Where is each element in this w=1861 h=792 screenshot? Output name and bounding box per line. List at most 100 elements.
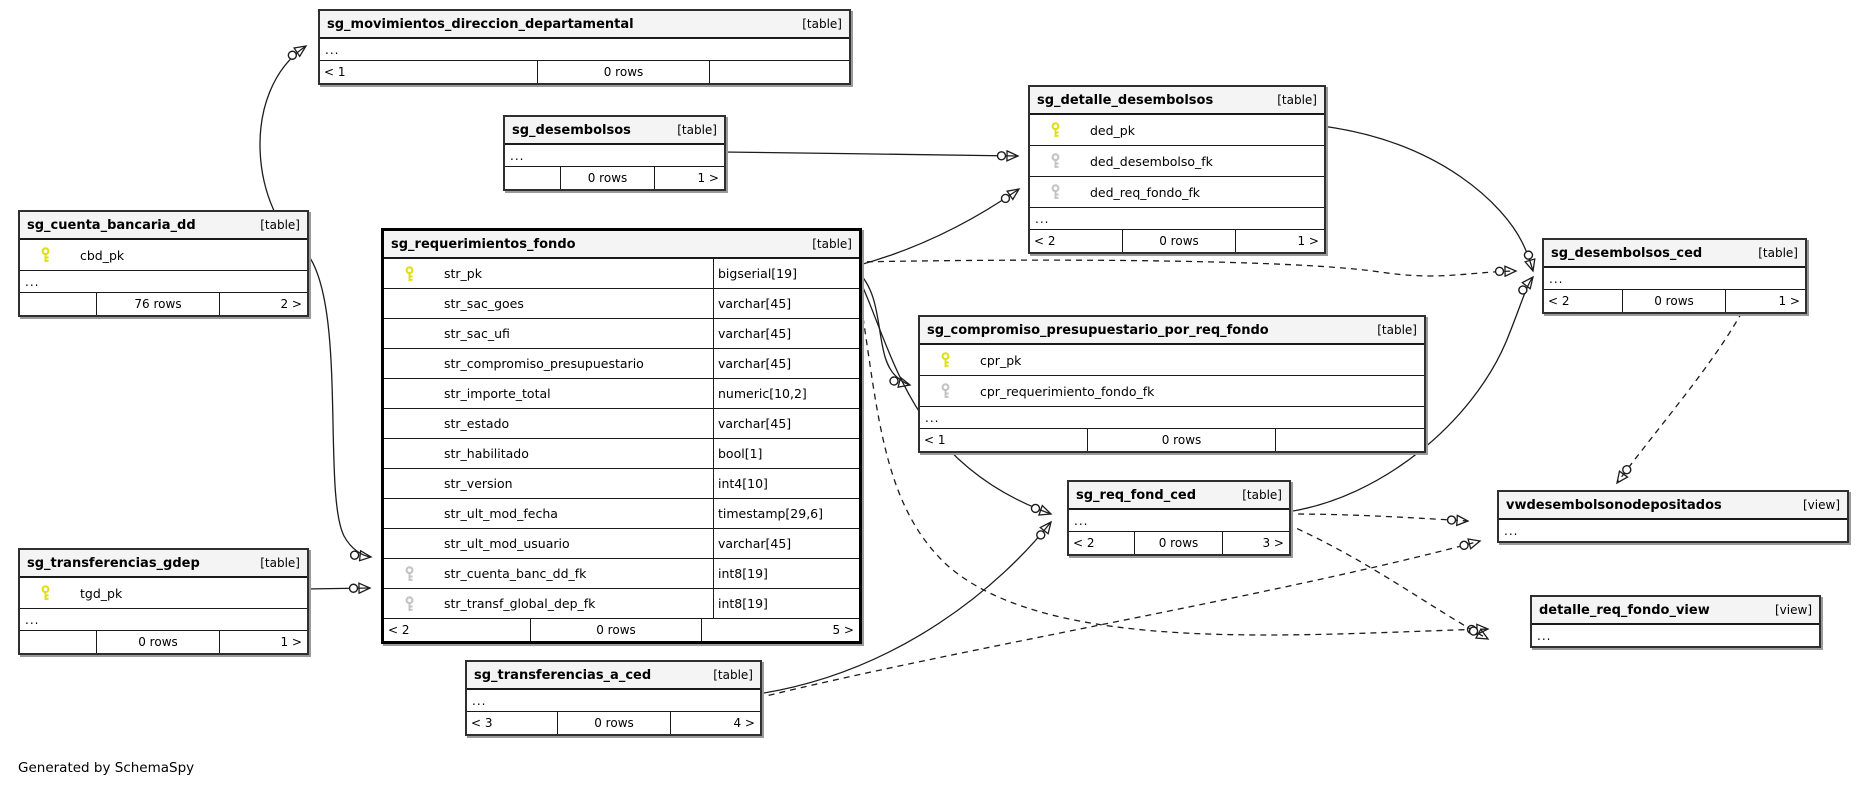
column-row: tgd_pk [20, 578, 307, 608]
column-name: str_cuenta_banc_dd_fk [444, 566, 587, 581]
columns-ellipsis: ... [20, 608, 307, 630]
table-kind: [table] [812, 237, 852, 251]
column-row: ded_desembolso_fk [1030, 145, 1324, 176]
edge-str_pk-to-cpr_requerimiento_fondo_fk [855, 269, 912, 389]
column-name: str_importe_total [444, 386, 551, 401]
table-sg_desembolsos[interactable]: sg_desembolsos [table] ... 0 rows 1 > [503, 115, 726, 191]
table-kind: [table] [713, 668, 753, 682]
columns-ellipsis: ... [1074, 513, 1089, 528]
table-header: sg_transferencias_a_ced [table] [467, 662, 760, 690]
columns-ellipsis: ... [920, 406, 1424, 428]
column-name: cbd_pk [80, 247, 125, 263]
table-kind: [table] [1758, 246, 1798, 260]
column-row: cpr_pk [920, 345, 1424, 375]
column-type: int8[19] [713, 589, 859, 618]
table-header: sg_transferencias_gdep [table] [20, 550, 307, 578]
column-name: str_sac_ufi [444, 326, 510, 341]
column-row: str_sac_ufi varchar[45] [384, 318, 859, 348]
column-row: ded_pk [1030, 115, 1324, 145]
table-name: detalle_req_fondo_view [1539, 602, 1710, 618]
table-name: sg_cuenta_bancaria_dd [27, 217, 196, 233]
columns-ellipsis: ... [20, 270, 307, 292]
table-header: sg_desembolsos_ced [table] [1544, 240, 1805, 268]
table-name: sg_detalle_desembolsos [1037, 92, 1214, 108]
table-footer: < 1 0 rows [920, 428, 1424, 451]
table-sg_cuenta_bancaria_dd[interactable]: sg_cuenta_bancaria_dd [table] cbd_pk ...… [18, 210, 309, 317]
primary-key-icon [34, 585, 56, 601]
table-name: sg_requerimientos_fondo [391, 236, 576, 252]
column-row: str_estado varchar[45] [384, 408, 859, 438]
edge-req_fond_ced-to-detalle_req_fondo_view [1286, 523, 1490, 640]
edge-detalle_desembolsos-to-desembolsos_ced [1321, 125, 1536, 273]
table-footer: < 2 0 rows 5 > [384, 618, 859, 641]
column-name: ded_req_fondo_fk [1090, 184, 1200, 200]
table-header: sg_compromiso_presupuestario_por_req_fon… [920, 317, 1424, 345]
column-name: ded_pk [1090, 122, 1135, 138]
foreign-key-icon [398, 565, 420, 582]
table-header: sg_requerimientos_fondo [table] [384, 231, 859, 259]
foreign-key-icon [1044, 184, 1066, 200]
column-name: str_ult_mod_fecha [444, 506, 558, 521]
table-kind: [table] [677, 123, 717, 137]
table-kind: [view] [1803, 498, 1840, 512]
column-row: str_version int4[10] [384, 468, 859, 498]
edge-cbd_pk-to-str_cuenta_banc_dd_fk [304, 250, 373, 562]
table-name: vwdesembolsonodepositados [1506, 497, 1722, 513]
table-sg_req_fond_ced[interactable]: sg_req_fond_ced [table] ... < 2 0 rows 3… [1067, 480, 1291, 556]
column-type: bigserial[19] [713, 259, 859, 288]
column-type: varchar[45] [713, 409, 859, 438]
generated-by-note: Generated by SchemaSpy [18, 760, 195, 776]
table-kind: [table] [802, 17, 842, 31]
view-detalle_req_fondo_view[interactable]: detalle_req_fondo_view [view] ... [1530, 595, 1821, 648]
column-row: str_compromiso_presupuestario varchar[45… [384, 348, 859, 378]
edge-str_pk-to-detalle_req_fondo_view [855, 273, 1490, 636]
table-sg_detalle_desembolsos[interactable]: sg_detalle_desembolsos [table] ded_pk de… [1028, 85, 1326, 254]
table-footer: 0 rows 1 > [505, 166, 724, 189]
table-sg_transferencias_gdep[interactable]: sg_transferencias_gdep [table] tgd_pk ..… [18, 548, 309, 655]
table-sg_movimientos_direccion_departamental[interactable]: sg_movimientos_direccion_departamental [… [318, 9, 851, 85]
columns-ellipsis: ... [1537, 628, 1552, 643]
column-type: varchar[45] [713, 349, 859, 378]
column-row: str_ult_mod_usuario varchar[45] [384, 528, 859, 558]
column-row: cpr_requerimiento_fondo_fk [920, 375, 1424, 406]
primary-key-icon [934, 352, 956, 368]
edge-str_pk-to-req_fond_ced [855, 271, 1053, 516]
table-header: sg_cuenta_bancaria_dd [table] [20, 212, 307, 240]
edge-transferencias_a_ced-to-req_fond_ced [757, 520, 1052, 695]
table-kind: [table] [260, 218, 300, 232]
column-row: str_pk bigserial[19] [384, 259, 859, 288]
table-header: sg_movimientos_direccion_departamental [… [320, 11, 849, 39]
view-vwdesembolsonodepositados[interactable]: vwdesembolsonodepositados [view] ... [1497, 490, 1849, 543]
table-name: sg_compromiso_presupuestario_por_req_fon… [927, 322, 1269, 338]
table-sg_desembolsos_ced[interactable]: sg_desembolsos_ced [table] ... < 2 0 row… [1542, 238, 1807, 314]
table-kind: [table] [260, 556, 300, 570]
table-footer: < 2 0 rows 1 > [1544, 289, 1805, 312]
column-row: str_ult_mod_fecha timestamp[29,6] [384, 498, 859, 528]
column-type: int8[19] [713, 559, 859, 588]
table-footer: < 2 0 rows 1 > [1030, 229, 1324, 252]
column-type: varchar[45] [713, 319, 859, 348]
columns-ellipsis: ... [472, 693, 487, 708]
table-name: sg_movimientos_direccion_departamental [327, 16, 634, 32]
column-name: str_sac_goes [444, 296, 524, 311]
column-type: timestamp[29,6] [713, 499, 859, 528]
table-sg_requerimientos_fondo[interactable]: sg_requerimientos_fondo [table] str_pk b… [381, 228, 862, 644]
table-name: sg_transferencias_gdep [27, 555, 200, 571]
table-header: sg_desembolsos [table] [505, 117, 724, 145]
edge-desembolsos_ced-to-vwdesembolsonodepositados [1616, 311, 1743, 485]
table-header: sg_req_fond_ced [table] [1069, 482, 1289, 510]
column-name: str_transf_global_dep_fk [444, 596, 596, 611]
table-kind: [table] [1377, 323, 1417, 337]
columns-ellipsis: ... [510, 148, 525, 163]
column-name: str_ult_mod_usuario [444, 536, 570, 551]
column-row: str_importe_total numeric[10,2] [384, 378, 859, 408]
column-name: str_estado [444, 416, 510, 431]
table-name: sg_transferencias_a_ced [474, 667, 652, 683]
table-name: sg_desembolsos_ced [1551, 245, 1703, 261]
table-sg_compromiso_presupuestario_por_req_fondo[interactable]: sg_compromiso_presupuestario_por_req_fon… [918, 315, 1426, 453]
table-footer: 76 rows 2 > [20, 292, 307, 315]
table-header: detalle_req_fondo_view [view] [1532, 597, 1819, 625]
table-sg_transferencias_a_ced[interactable]: sg_transferencias_a_ced [table] ... < 3 … [465, 660, 762, 736]
column-type: varchar[45] [713, 529, 859, 558]
column-type: bool[1] [713, 439, 859, 468]
